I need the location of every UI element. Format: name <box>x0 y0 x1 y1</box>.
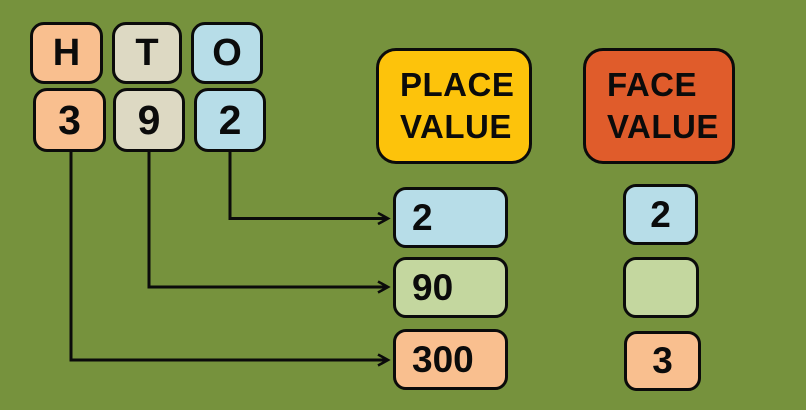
face-value-header: FACE VALUE <box>583 48 735 164</box>
column-header-hundreds: H <box>30 22 103 84</box>
arrow-ones-to-2 <box>228 152 387 219</box>
arrow-tens-to-90 <box>147 152 387 287</box>
digit-tens: 9 <box>113 88 185 152</box>
face-value-hundreds-box: 3 <box>624 331 701 391</box>
face-value-header-line1: FACE <box>607 66 698 103</box>
digit-hundreds: 3 <box>33 88 106 152</box>
face-value-header-line2: VALUE <box>607 108 719 145</box>
digit-ones: 2 <box>194 88 266 152</box>
column-header-ones: O <box>191 22 263 84</box>
column-header-tens: T <box>112 22 182 84</box>
place-value-tens-box: 90 <box>393 257 508 318</box>
place-value-header: PLACE VALUE <box>376 48 532 164</box>
arrow-hundreds-to-300 <box>69 152 387 360</box>
place-value-ones-box: 2 <box>393 187 508 248</box>
place-value-hundreds-box: 300 <box>393 329 508 390</box>
place-value-header-line1: PLACE <box>400 66 515 103</box>
face-value-tens-box <box>623 257 699 318</box>
place-value-header-line2: VALUE <box>400 108 512 145</box>
face-value-ones-box: 2 <box>623 184 698 245</box>
